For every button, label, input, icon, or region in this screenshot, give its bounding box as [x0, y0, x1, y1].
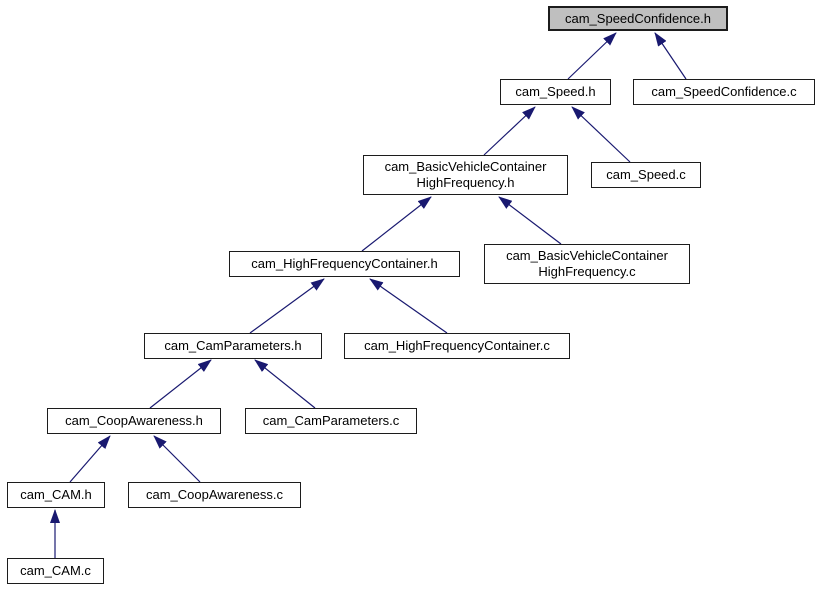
node-cam-highfrequencycontainer-c[interactable]: cam_HighFrequencyContainer.c	[344, 333, 570, 359]
node-label: cam_SpeedConfidence.h	[565, 10, 711, 26]
node-label: cam_Speed.h	[515, 84, 596, 99]
edge-camparameters-c-to-camparameters-h	[254, 359, 316, 409]
edge-speed-c-to-speed-h	[571, 106, 631, 163]
node-label: cam_CoopAwareness.h	[65, 413, 203, 428]
node-label: cam_CamParameters.h	[164, 338, 302, 353]
node-cam-cam-c[interactable]: cam_CAM.c	[7, 558, 104, 584]
node-label: cam_HighFrequencyContainer.c	[364, 338, 550, 353]
node-cam-camparameters-h[interactable]: cam_CamParameters.h	[144, 333, 322, 359]
node-cam-speedconfidence-h: cam_SpeedConfidence.h	[548, 6, 728, 31]
node-cam-speed-c[interactable]: cam_Speed.c	[591, 162, 701, 188]
node-cam-coopawareness-h[interactable]: cam_CoopAwareness.h	[47, 408, 221, 434]
edge-coopawareness-h-to-camparameters-h	[149, 359, 212, 409]
node-label: cam_CamParameters.c	[262, 413, 400, 428]
node-label-line1: cam_BasicVehicleContainer	[506, 248, 668, 263]
node-cam-speedconfidence-c[interactable]: cam_SpeedConfidence.c	[633, 79, 815, 105]
node-cam-speed-h[interactable]: cam_Speed.h	[500, 79, 611, 105]
edge-cam-h-to-coopawareness-h	[69, 435, 111, 483]
node-cam-camparameters-c[interactable]: cam_CamParameters.c	[245, 408, 417, 434]
node-label: cam_Speed.c	[606, 167, 686, 182]
node-label: cam_CoopAwareness.c	[145, 487, 284, 502]
edge-camparameters-h-to-highfreqcontainer-h	[249, 278, 325, 334]
node-label: cam_CAM.h	[20, 487, 92, 502]
node-cam-basicvehiclecontainerhighfrequency-h[interactable]: cam_BasicVehicleContainer HighFrequency.…	[363, 155, 568, 195]
node-cam-cam-h[interactable]: cam_CAM.h	[7, 482, 105, 508]
edge-coopawareness-c-to-coopawareness-h	[153, 435, 201, 483]
node-cam-highfrequencycontainer-h[interactable]: cam_HighFrequencyContainer.h	[229, 251, 460, 277]
node-label: cam_SpeedConfidence.c	[651, 84, 797, 99]
edge-basicvehicle-h-to-speed-h	[483, 106, 536, 156]
edge-highfreqcontainer-c-to-highfreqcontainer-h	[369, 278, 448, 334]
node-label: cam_HighFrequencyContainer.h	[251, 256, 438, 271]
edge-basicvehicle-c-to-basicvehicle-h	[498, 196, 562, 245]
node-label-line2: HighFrequency.h	[416, 175, 515, 190]
edge-highfreqcontainer-h-to-basicvehicle-h	[361, 196, 432, 252]
edge-speed-h-to-speedconfidence-h	[567, 32, 617, 80]
node-cam-coopawareness-c[interactable]: cam_CoopAwareness.c	[128, 482, 301, 508]
node-label-line1: cam_BasicVehicleContainer	[384, 159, 547, 174]
node-cam-basicvehiclecontainerhighfrequency-c[interactable]: cam_BasicVehicleContainer HighFrequency.…	[484, 244, 690, 284]
node-label-line2: HighFrequency.c	[538, 264, 636, 279]
edge-speedconfidence-c-to-speedconfidence-h	[654, 32, 687, 80]
node-label: cam_CAM.c	[20, 563, 91, 578]
